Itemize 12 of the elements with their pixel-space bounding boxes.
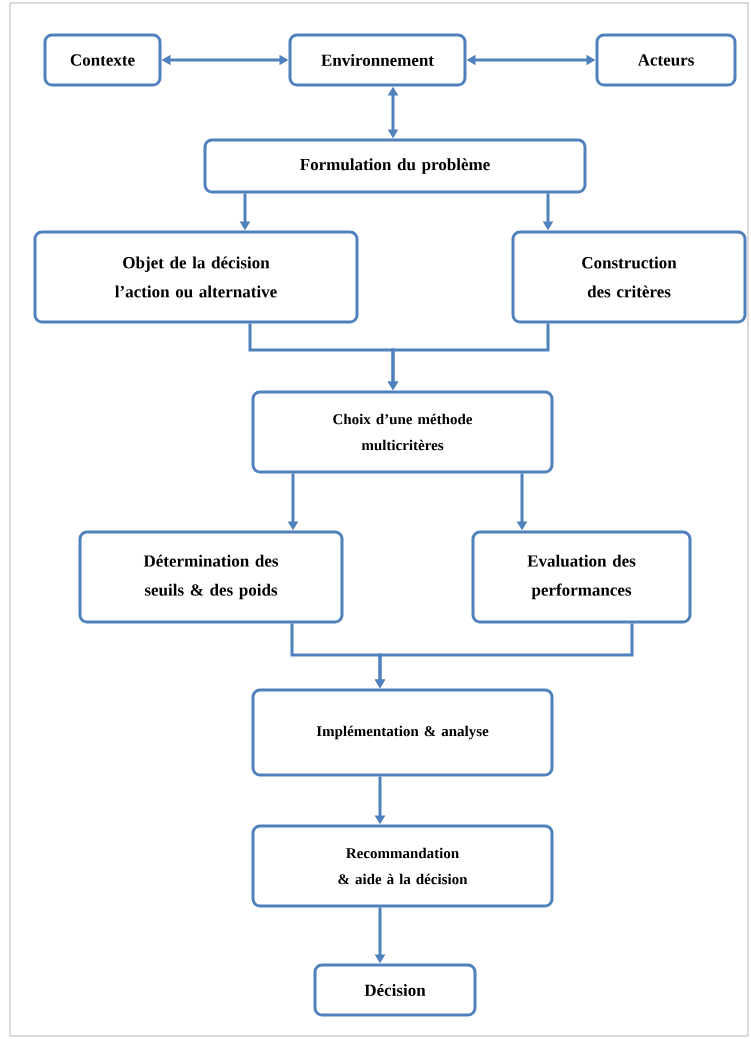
process-box: Détermination des seuils & des poids (78, 530, 344, 624)
process-box: Construction des critères (511, 230, 747, 324)
process-box: Contexte (43, 33, 162, 87)
process-box: Recommandation & aide à la décision (251, 824, 554, 908)
process-box: Implémentation & analyse (251, 688, 554, 777)
process-box: Formulation du problème (203, 138, 587, 194)
process-box: Evaluation des performances (471, 530, 692, 624)
process-box: Acteurs (595, 33, 737, 87)
process-box: Objet de la décision l’action ou alternative (33, 230, 359, 324)
process-box: Décision (313, 963, 477, 1017)
process-box: Environnement (288, 33, 467, 87)
process-box: Choix d’une méthode multicritères (251, 390, 554, 474)
